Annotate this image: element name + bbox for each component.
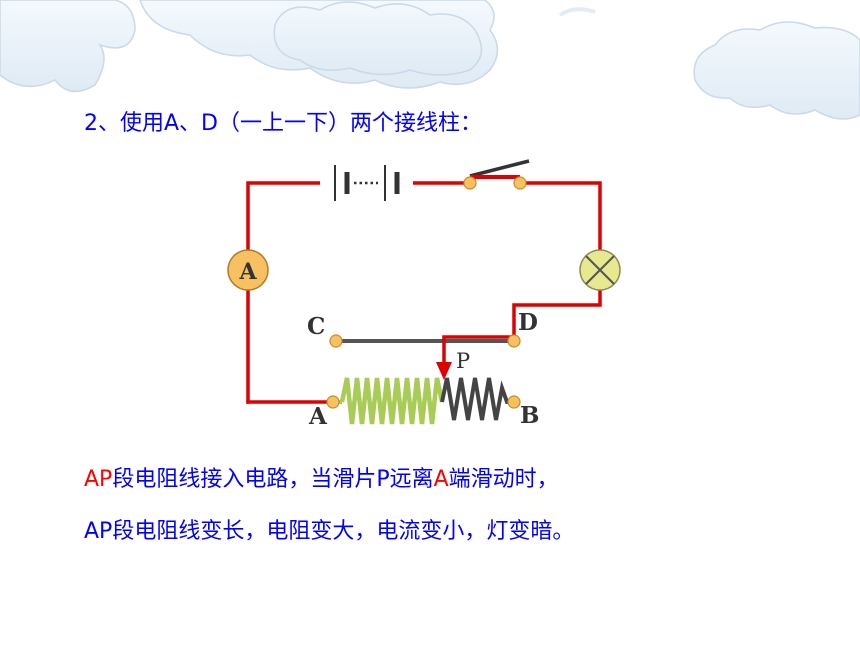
battery-icon (320, 160, 413, 206)
heading: 2、使用A、D（一上一下）两个接线柱： (84, 111, 482, 136)
terminal-label-d: D (518, 309, 538, 336)
explanation-line-2: AP段电阻线变长，电阻变大，电流变小，灯变暗。 (84, 519, 575, 544)
coil-active-segment (339, 377, 445, 425)
ammeter-icon: A (227, 249, 269, 291)
terminal-label-a: A (308, 403, 328, 430)
terminal-label-b: B (520, 402, 539, 429)
slider-arrow-icon (436, 362, 452, 380)
ammeter-label: A (238, 259, 257, 285)
wire-left-top (246, 181, 335, 404)
lamp-icon (579, 249, 621, 291)
rheostat-coil (333, 377, 514, 425)
explanation-span-ap: AP (84, 467, 113, 492)
coil-inactive-segment (440, 377, 514, 421)
terminal-c (329, 334, 343, 348)
terminal-a (326, 395, 340, 409)
terminal-b (507, 395, 521, 409)
explanation-span-end: 端滑动时， (448, 467, 559, 492)
explanation-span-middle: 段电阻线接入电路，当滑片P远离 (112, 467, 434, 492)
switch-icon (463, 159, 530, 190)
terminal-d (507, 334, 521, 348)
terminal-label-c: C (307, 313, 325, 340)
wire-switch-lamp (512, 181, 602, 343)
explanation-span-a: A (433, 467, 449, 492)
explanation-line-1: AP段电阻线接入电路，当滑片P远离A端滑动时， (84, 461, 559, 493)
slider-label-p: P (456, 349, 470, 373)
